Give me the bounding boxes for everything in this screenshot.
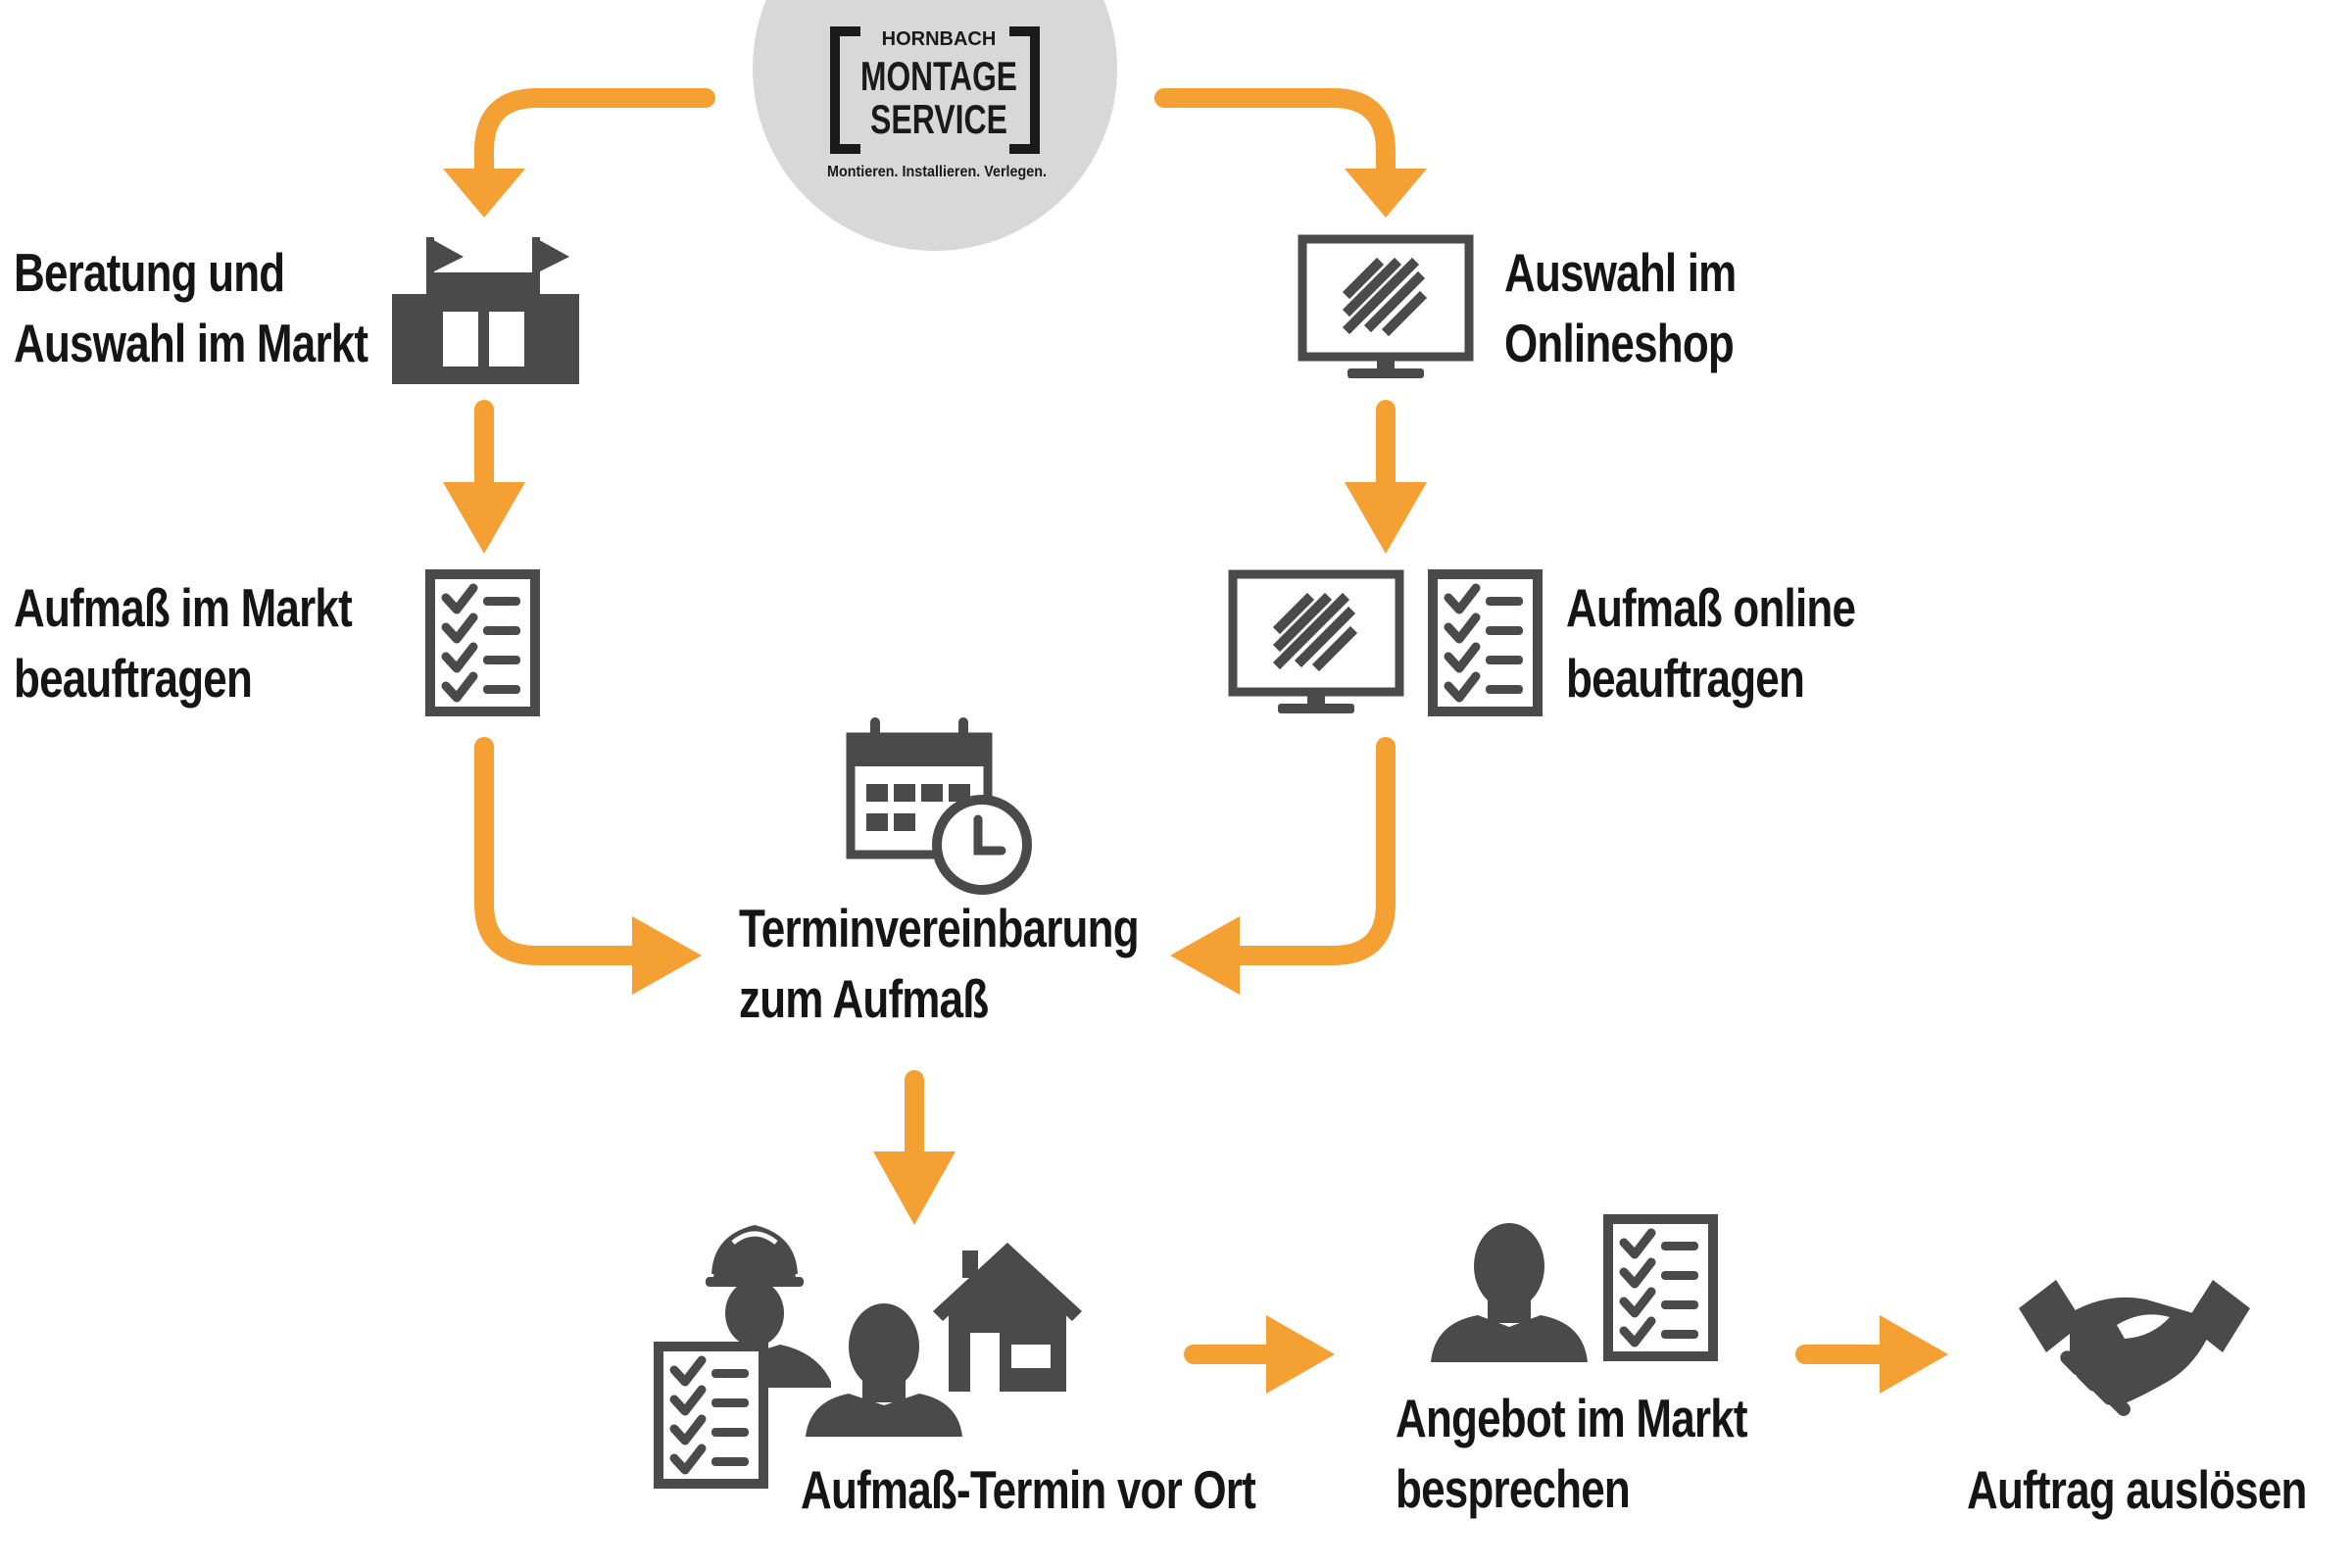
step-termin-label: Terminvereinbarung zum Aufmaß [739, 893, 1140, 1034]
store-icon [392, 237, 579, 384]
step-onlineshop-label: Auswahl im Onlineshop [1504, 237, 1737, 378]
step-beratung-label: Beratung und Auswahl im Markt [14, 237, 368, 378]
monitor-checklist-icon [1233, 574, 1538, 713]
step-aufmass-online-line1: Aufmaß online [1566, 577, 1856, 638]
step-angebot-line2: besprechen [1396, 1458, 1631, 1519]
step-aufmass-markt-label: Aufmaß im Markt beauftragen [14, 572, 353, 713]
logo-line-service: SERVICE [870, 96, 1007, 142]
arrow-onlineshop-to-aufmass [1345, 400, 1427, 554]
arrow-termin-to-vor-ort [873, 1070, 956, 1225]
handshake-icon [2019, 1280, 2250, 1416]
house-icon [933, 1243, 1082, 1392]
montage-service-logo: HORNBACH MONTAGE SERVICE Montieren. Inst… [753, 0, 1117, 251]
person-checklist-icon [1431, 1219, 1713, 1362]
step-angebot-line1: Angebot im Markt [1396, 1388, 1748, 1448]
step-angebot-label: Angebot im Markt besprechen [1396, 1383, 1748, 1524]
step-beratung-line2: Auswahl im Markt [14, 313, 368, 373]
logo-circle [753, 0, 1117, 251]
logo-tagline: Montieren. Installieren. Verlegen. [827, 164, 1047, 180]
customer-icon [806, 1303, 962, 1437]
step-onlineshop-line1: Auswahl im [1504, 242, 1737, 303]
step-aufmass-markt-line2: beauftragen [14, 648, 253, 709]
arrow-aufmass-markt-to-termin [474, 737, 702, 995]
arrow-angebot-to-auftrag [1795, 1315, 1948, 1394]
step-termin-line1: Terminvereinbarung [739, 898, 1140, 958]
arrow-beratung-to-aufmass [443, 400, 525, 554]
step-vor-ort-line1: Aufmaß-Termin vor Ort [801, 1459, 1256, 1520]
logo-line-montage: MONTAGE [860, 53, 1017, 99]
arrow-vor-ort-to-angebot [1184, 1315, 1335, 1394]
step-beratung-line1: Beratung und [14, 242, 285, 303]
checklist-icon [430, 574, 535, 711]
step-auftrag-line1: Auftrag auslösen [1967, 1459, 2307, 1520]
step-aufmass-online-line2: beauftragen [1566, 648, 1805, 709]
calendar-clock-icon [846, 717, 1032, 895]
worker-customer-house-icon [655, 1225, 1082, 1488]
monitor-icon [1302, 239, 1469, 378]
arrow-logo-to-beratung [443, 88, 715, 218]
step-aufmass-markt-line1: Aufmaß im Markt [14, 577, 353, 638]
arrow-logo-to-onlineshop [1154, 88, 1427, 218]
report-checklist-icon [655, 1343, 767, 1488]
step-onlineshop-line2: Onlineshop [1504, 313, 1735, 373]
step-vor-ort-label: Aufmaß-Termin vor Ort [801, 1454, 1256, 1525]
step-auftrag-label: Auftrag auslösen [1967, 1454, 2307, 1525]
step-termin-line2: zum Aufmaß [739, 968, 989, 1029]
logo-brand: HORNBACH [882, 28, 997, 50]
step-aufmass-online-label: Aufmaß online beauftragen [1566, 572, 1856, 713]
arrow-aufmass-online-to-termin [1170, 737, 1396, 995]
